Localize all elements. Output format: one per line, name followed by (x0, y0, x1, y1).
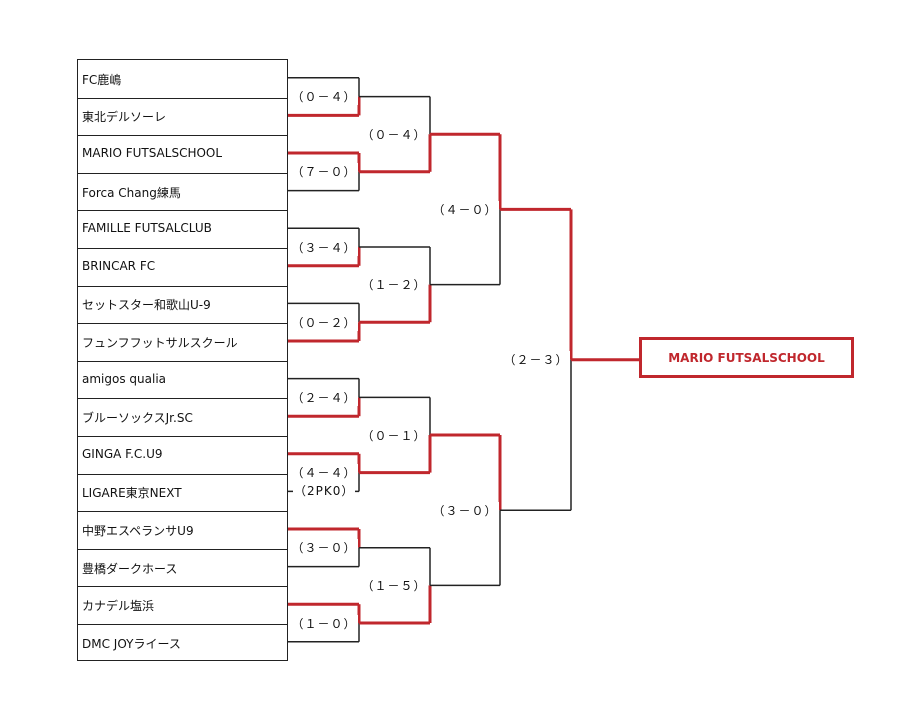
row-divider (78, 248, 287, 249)
team-name: 中野エスペランサU9 (82, 524, 194, 538)
row-divider (78, 360, 287, 362)
round1-score: （１－０） (290, 614, 358, 632)
round1-score: （０－２） (290, 313, 358, 331)
round1-score: （２－４） (290, 388, 358, 406)
row-divider (78, 398, 287, 400)
team-name: FC鹿嶋 (82, 72, 122, 87)
team-name: BRINCAR FC (82, 258, 156, 273)
row-divider (78, 135, 287, 137)
row-divider (78, 210, 287, 212)
team-name: フュンフフットサルスクール (82, 336, 238, 350)
round3-score: （３－０） (431, 501, 499, 519)
row-divider (78, 511, 287, 513)
row-divider (78, 586, 287, 588)
team-box: FC鹿嶋東北デルソーレ MARIO FUTSALSCHOOL Forca Chang… (77, 59, 288, 661)
row-divider (78, 473, 287, 475)
team-name: 東北デルソーレ (82, 110, 167, 125)
row-divider (78, 172, 287, 174)
champion-label: MARIO FUTSALSCHOOL (668, 350, 825, 365)
round3-score: （４－０） (431, 200, 499, 218)
team-name: 豊橋ダークホース (82, 561, 178, 576)
round1-pk-note: （2PK0） (293, 482, 356, 500)
round1-score: （７－０） (290, 163, 358, 181)
team-name: FAMILLE FUTSALCLUB (82, 221, 212, 236)
team-name: カナデル塩浜 (82, 599, 155, 614)
round1-score: （０－４） (290, 88, 358, 106)
row-divider (78, 323, 287, 325)
team-name: GINGA F.C.U9 (82, 446, 163, 461)
round2-score: （０－１） (360, 426, 428, 444)
round1-score: （４－４） (290, 464, 358, 482)
round2-score: （１－５） (360, 576, 428, 594)
row-divider (78, 285, 287, 287)
row-divider (78, 548, 287, 550)
row-divider (78, 624, 287, 625)
team-name: LIGARE東京NEXT (82, 486, 182, 501)
team-name: ブルーソックスJr.SC (82, 411, 193, 426)
round1-score: （３－０） (290, 539, 358, 557)
team-name: セットスター和歌山U-9 (82, 298, 211, 313)
team-name: amigos qualia (82, 371, 166, 386)
round2-score: （１－２） (360, 276, 428, 294)
round2-score: （０－４） (360, 125, 428, 143)
team-name: DMC JOYライース (82, 636, 181, 651)
team-name: MARIO FUTSALSCHOOL (82, 146, 223, 160)
round1-score: （３－４） (290, 238, 358, 256)
row-divider (78, 97, 287, 99)
final-score: （２－３） (502, 351, 570, 369)
row-divider (78, 436, 287, 437)
champion-box: MARIO FUTSALSCHOOL (639, 337, 854, 378)
team-name: Forca Chang練馬 (82, 185, 181, 200)
